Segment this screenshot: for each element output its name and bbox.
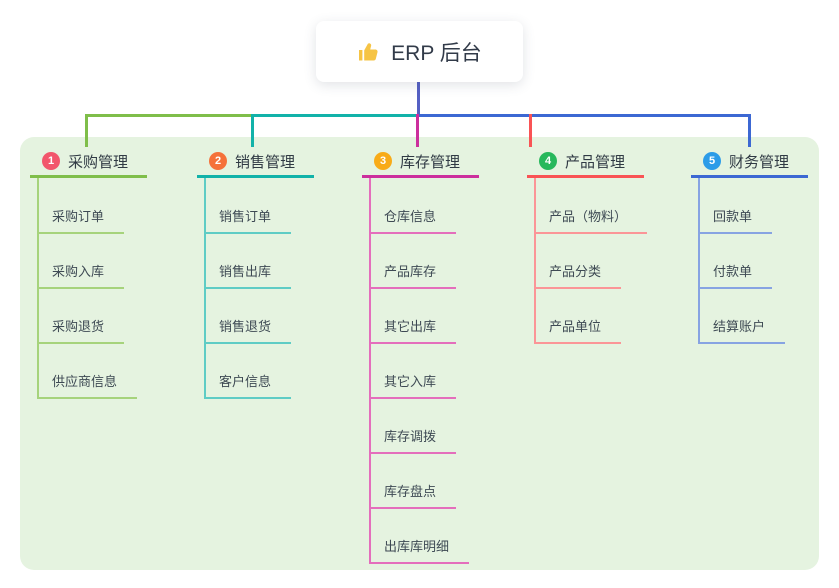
connector-drop-purchase bbox=[85, 114, 88, 147]
child-node[interactable]: 销售退货 bbox=[204, 316, 292, 344]
branch-inventory: 3 库存管理 仓库信息 产品库存 其它出库 其它入库 库存调拨 库存盘点 出库库… bbox=[362, 147, 522, 564]
child-node[interactable]: 销售出库 bbox=[204, 261, 292, 289]
child-node[interactable]: 库存调拨 bbox=[369, 426, 457, 454]
branch-label: 采购管理 bbox=[68, 153, 129, 171]
child-node[interactable]: 产品（物料） bbox=[534, 206, 648, 234]
child-node[interactable]: 其它入库 bbox=[369, 371, 457, 399]
root-node[interactable]: ERP 后台 bbox=[316, 21, 523, 82]
branch-trunk-line bbox=[369, 178, 371, 563]
thumbs-up-icon bbox=[357, 40, 381, 64]
branch-sales: 2 销售管理 销售订单 销售出库 销售退货 客户信息 bbox=[197, 147, 357, 399]
branch-number-badge: 2 bbox=[209, 152, 227, 170]
connector-horizontal-sales bbox=[252, 114, 418, 117]
connector-horizontal-finance bbox=[418, 114, 751, 117]
connector-root-stem bbox=[417, 81, 420, 115]
branch-product: 4 产品管理 产品（物料） 产品分类 产品单位 bbox=[527, 147, 687, 344]
connector-horizontal-purchase bbox=[86, 114, 254, 117]
child-node[interactable]: 采购入库 bbox=[37, 261, 125, 289]
child-node[interactable]: 产品库存 bbox=[369, 261, 457, 289]
branch-purchase: 1 采购管理 采购订单 采购入库 采购退货 供应商信息 bbox=[30, 147, 190, 399]
branch-label: 销售管理 bbox=[235, 153, 296, 171]
child-node[interactable]: 采购订单 bbox=[37, 206, 125, 234]
mindmap-canvas bbox=[20, 137, 819, 570]
branch-header-finance[interactable]: 5 财务管理 bbox=[691, 147, 808, 178]
branch-label: 库存管理 bbox=[400, 153, 461, 171]
child-node[interactable]: 出库库明细 bbox=[369, 536, 470, 564]
branch-number-badge: 3 bbox=[374, 152, 392, 170]
child-node[interactable]: 销售订单 bbox=[204, 206, 292, 234]
branch-label: 产品管理 bbox=[565, 153, 626, 171]
branch-number-badge: 5 bbox=[703, 152, 721, 170]
child-node[interactable]: 产品单位 bbox=[534, 316, 622, 344]
child-node[interactable]: 库存盘点 bbox=[369, 481, 457, 509]
connector-drop-finance bbox=[748, 114, 751, 147]
branch-header-sales[interactable]: 2 销售管理 bbox=[197, 147, 314, 178]
connector-drop-product bbox=[529, 114, 532, 147]
root-title: ERP 后台 bbox=[391, 41, 482, 65]
connector-drop-sales bbox=[251, 114, 254, 147]
child-node[interactable]: 仓库信息 bbox=[369, 206, 457, 234]
branch-header-inventory[interactable]: 3 库存管理 bbox=[362, 147, 479, 178]
child-node[interactable]: 其它出库 bbox=[369, 316, 457, 344]
branch-label: 财务管理 bbox=[729, 153, 790, 171]
child-node[interactable]: 回款单 bbox=[698, 206, 773, 234]
branch-header-purchase[interactable]: 1 采购管理 bbox=[30, 147, 147, 178]
branch-number-badge: 1 bbox=[42, 152, 60, 170]
child-node[interactable]: 采购退货 bbox=[37, 316, 125, 344]
child-node[interactable]: 付款单 bbox=[698, 261, 773, 289]
branch-finance: 5 财务管理 回款单 付款单 结算账户 bbox=[691, 147, 839, 344]
branch-header-product[interactable]: 4 产品管理 bbox=[527, 147, 644, 178]
child-node[interactable]: 产品分类 bbox=[534, 261, 622, 289]
connector-drop-inventory bbox=[416, 114, 419, 147]
child-node[interactable]: 供应商信息 bbox=[37, 371, 138, 399]
child-node[interactable]: 结算账户 bbox=[698, 316, 786, 344]
branch-trunk-line bbox=[698, 178, 700, 343]
branch-trunk-line bbox=[534, 178, 536, 343]
child-node[interactable]: 客户信息 bbox=[204, 371, 292, 399]
branch-number-badge: 4 bbox=[539, 152, 557, 170]
